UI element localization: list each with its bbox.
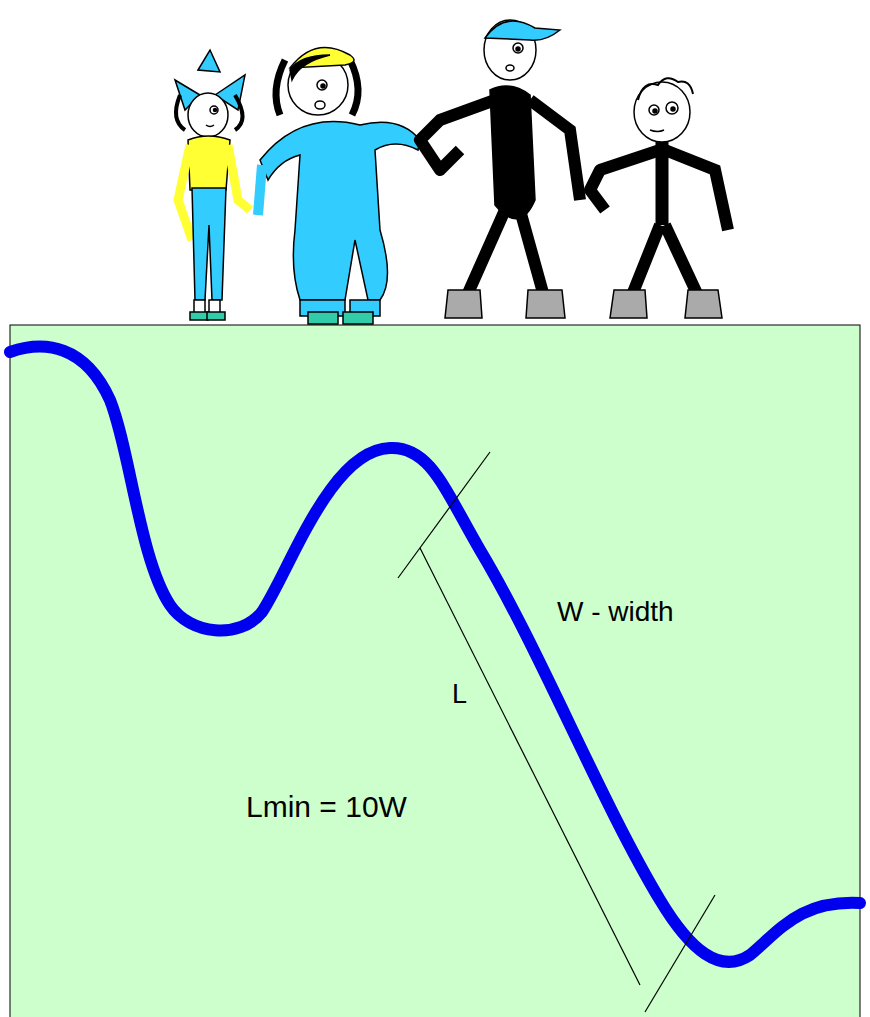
boy-figure bbox=[590, 78, 728, 318]
width-tick bbox=[398, 452, 490, 578]
diagram-label: Lmin = 10W bbox=[246, 790, 407, 823]
man-figure bbox=[420, 20, 580, 318]
diagram-label: W - width bbox=[557, 597, 674, 628]
woman-figure bbox=[258, 47, 420, 324]
girl-figure bbox=[175, 50, 250, 320]
width-tick bbox=[645, 895, 715, 1012]
stream-curve bbox=[10, 347, 860, 962]
diagram-label: L bbox=[452, 680, 467, 710]
ground-panel bbox=[10, 325, 860, 1017]
